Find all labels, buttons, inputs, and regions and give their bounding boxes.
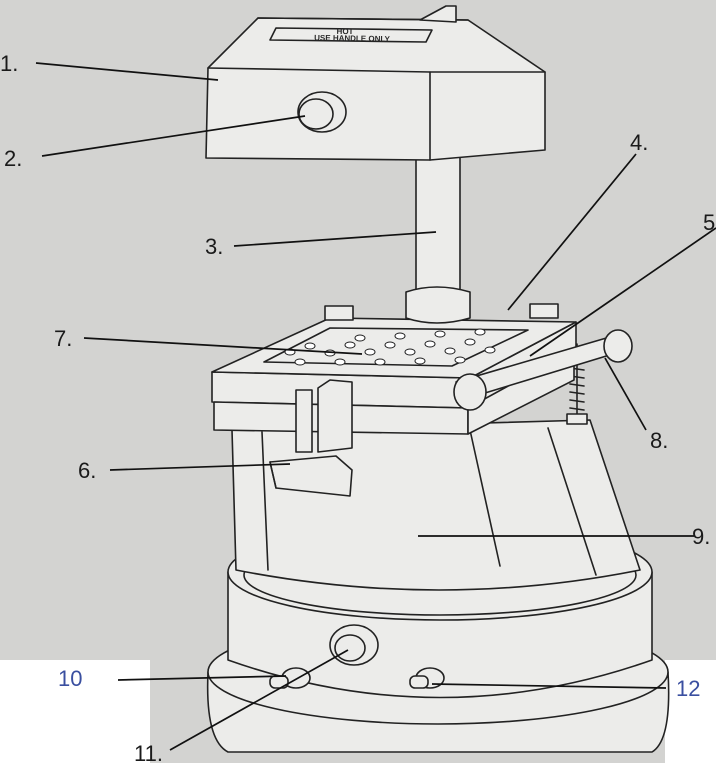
label-patch-10 [0,660,150,763]
heater-knob[interactable] [297,91,347,133]
callout-1: 1. [0,51,18,76]
leader-4 [507,153,637,311]
callout-5: 5 [703,210,715,235]
callout-4: 4. [630,130,648,155]
leader-7 [83,337,363,355]
vacuum-gauge-knob[interactable] [329,624,379,666]
callout-3: 3. [205,234,223,259]
heater-head: HOT USE HANDLE ONLY [205,5,546,161]
callout-9: 9. [692,524,710,549]
leader-3 [233,231,437,247]
heater-warning-line-2: USE HANDLE ONLY [314,33,391,43]
platen-holes [284,328,496,366]
callout-11: 11. [134,741,163,763]
leader-11 [169,649,349,751]
callout-2: 2. [4,146,22,171]
leader-10 [117,675,287,681]
leader-5 [529,227,716,357]
label-patch-12 [665,660,716,763]
leader-8 [604,357,647,431]
leader-12 [431,683,667,689]
vacuum-chamber [231,419,641,591]
leader-2 [41,115,306,157]
callout-8: 8. [650,428,668,453]
heater-warning-line-1: HOT [337,27,354,36]
leader-1 [35,62,219,81]
support-column [405,147,471,324]
vacuum-switch[interactable] [409,667,445,689]
callout-12: 12 [676,676,700,701]
callout-10: 10 [58,666,82,691]
callout-7: 7. [54,326,72,351]
leader-lines [35,62,716,751]
callout-labels: 1. 2. 3. 4. 5 6. 7. 8. 9. 10 11. 12 [0,51,715,763]
leader-6 [109,463,291,471]
locking-handle[interactable] [269,379,353,497]
callout-6: 6. [78,458,96,483]
